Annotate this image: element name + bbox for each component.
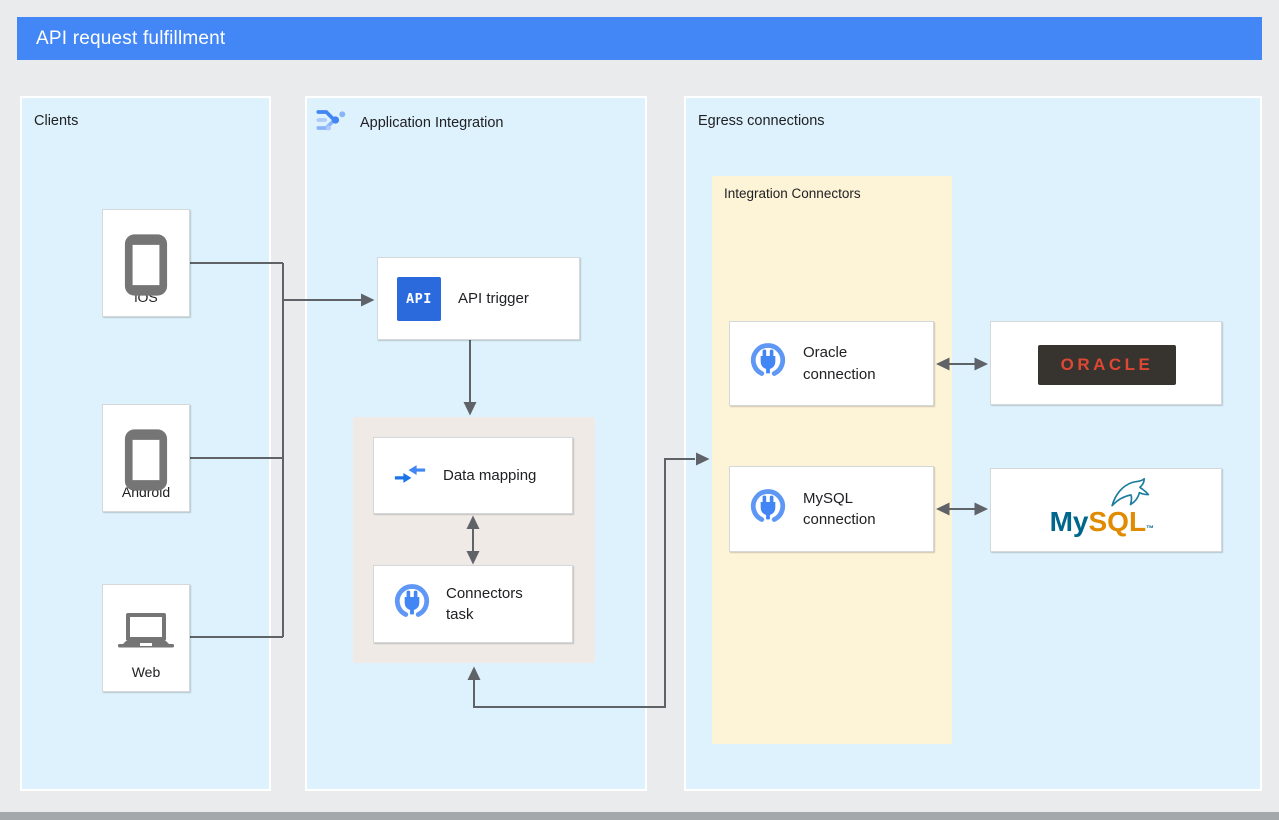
mysql-logo: MySQL™ bbox=[991, 469, 1221, 551]
mysql-wordmark: MySQL™ bbox=[1050, 506, 1154, 538]
bottom-bar bbox=[0, 812, 1279, 820]
oracle-connection-label: Oracle connection bbox=[803, 344, 876, 383]
smartphone-icon bbox=[123, 427, 169, 498]
data-mapping-node: Data mapping bbox=[373, 437, 573, 514]
integration-connectors-title: Integration Connectors bbox=[724, 186, 861, 201]
smartphone-icon bbox=[123, 232, 169, 303]
connectors-task-node: Connectors task bbox=[373, 565, 573, 643]
connectors-plug-icon bbox=[393, 583, 431, 626]
mysql-wordmark-sql: SQL bbox=[1088, 506, 1147, 537]
diagram-title-bar: API request fulfillment bbox=[17, 17, 1262, 60]
data-mapping-icon bbox=[393, 460, 427, 491]
mysql-dolphin-icon bbox=[1109, 477, 1151, 514]
clients-panel-title: Clients bbox=[34, 113, 79, 129]
arrowhead-right bbox=[696, 452, 710, 466]
arrowhead-right bbox=[361, 293, 375, 307]
web-label: Web bbox=[131, 664, 161, 680]
android-client-card: Android bbox=[102, 404, 190, 512]
api-trigger-node: API API trigger bbox=[377, 257, 580, 340]
arrowhead-right bbox=[974, 357, 988, 371]
application-integration-title: Application Integration bbox=[360, 114, 504, 131]
integration-connectors-group bbox=[712, 176, 952, 744]
application-integration-icon bbox=[316, 106, 348, 139]
connectors-plug-icon bbox=[749, 342, 787, 385]
mysql-wordmark-my: My bbox=[1049, 506, 1089, 537]
oracle-connection-node: Oracle connection bbox=[729, 321, 934, 406]
connectors-task-label: Connectors task bbox=[446, 584, 523, 623]
data-mapping-label: Data mapping bbox=[443, 466, 537, 484]
api-icon: API bbox=[397, 276, 441, 321]
mysql-trademark: ™ bbox=[1146, 524, 1155, 533]
web-client-card: Web bbox=[102, 584, 190, 692]
mysql-logo-card: MySQL™ bbox=[990, 468, 1222, 552]
arrowhead-down bbox=[463, 402, 477, 416]
oracle-logo: ORACLE bbox=[1038, 345, 1176, 385]
arrowhead-down bbox=[466, 551, 480, 565]
api-trigger-label: API trigger bbox=[458, 289, 529, 307]
oracle-logo-card: ORACLE bbox=[990, 321, 1222, 405]
oracle-wordmark: ORACLE bbox=[1060, 355, 1154, 374]
arrowhead-right bbox=[974, 502, 988, 516]
arrowhead-left bbox=[936, 357, 950, 371]
application-integration-header: Application Integration bbox=[316, 106, 504, 139]
arrowhead-left bbox=[936, 502, 950, 516]
laptop-icon bbox=[118, 611, 174, 656]
mysql-connection-node: MySQL connection bbox=[729, 466, 934, 552]
mysql-connection-label: MySQL connection bbox=[803, 489, 876, 528]
egress-panel-title: Egress connections bbox=[698, 113, 825, 129]
ios-client-card: iOS bbox=[102, 209, 190, 317]
diagram-title: API request fulfillment bbox=[36, 27, 226, 49]
arrowhead-up bbox=[466, 515, 480, 529]
arrowhead-up bbox=[467, 666, 481, 680]
connectors-plug-icon bbox=[749, 488, 787, 531]
connectors-task-egress-line bbox=[473, 458, 695, 708]
